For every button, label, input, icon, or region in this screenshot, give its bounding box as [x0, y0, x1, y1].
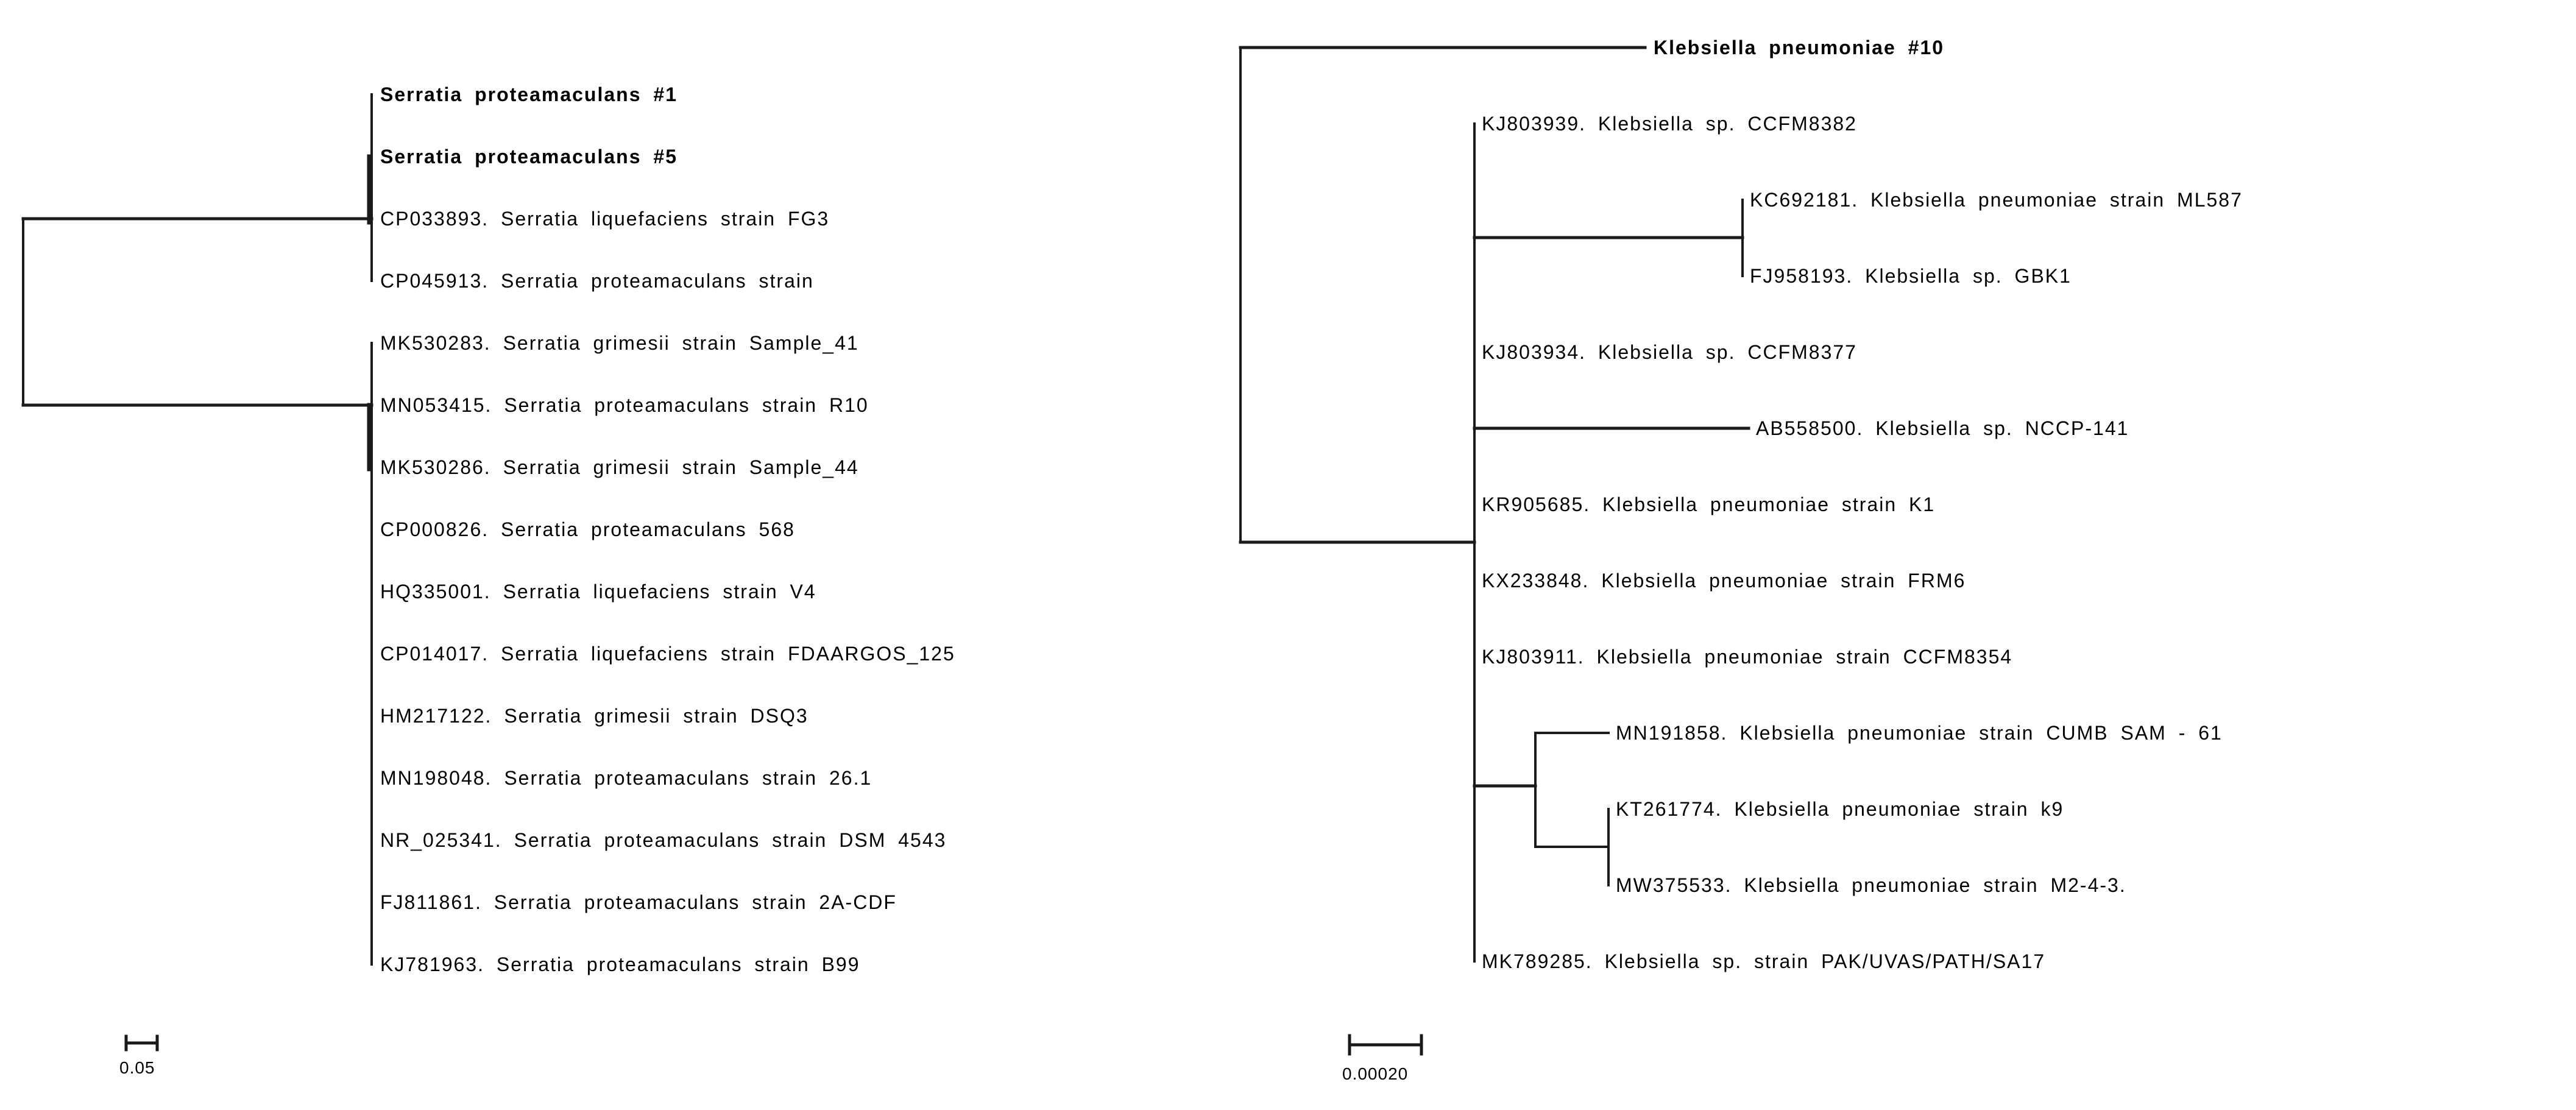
taxon-label: Serratia proteamaculans #1 — [380, 83, 678, 105]
taxon-label: KJ803934. Klebsiella sp. CCFM8377 — [1482, 341, 1857, 363]
taxon-label: FJ958193. Klebsiella sp. GBK1 — [1750, 265, 2072, 287]
taxon-label: KC692181. Klebsiella pneumoniae strain M… — [1750, 189, 2243, 211]
taxon-label: CP045913. Serratia proteamaculans strain — [380, 270, 814, 292]
taxon-label: KJ803911. Klebsiella pneumoniae strain C… — [1482, 646, 2012, 668]
taxon-label: CP014017. Serratia liquefaciens strain F… — [380, 643, 955, 665]
taxon-label: Serratia proteamaculans #5 — [380, 146, 678, 168]
taxon-label: HQ335001. Serratia liquefaciens strain V… — [380, 581, 816, 603]
taxon-label: CP000826. Serratia proteamaculans 568 — [380, 518, 795, 540]
taxon-label: MN053415. Serratia proteamaculans strain… — [380, 394, 869, 416]
taxon-label: KX233848. Klebsiella pneumoniae strain F… — [1482, 570, 1966, 592]
taxon-label: NR_025341. Serratia proteamaculans strai… — [380, 829, 946, 851]
taxon-label: KR905685. Klebsiella pneumoniae strain K… — [1482, 493, 1935, 515]
taxon-label: MW375533. Klebsiella pneumoniae strain M… — [1616, 874, 2126, 896]
serratia-tree: Serratia proteamaculans #1 Serratia prote… — [21, 83, 955, 1077]
taxon-label: AB558500. Klebsiella sp. NCCP-141 — [1756, 417, 2129, 439]
taxon-label: KJ803939. Klebsiella sp. CCFM8382 — [1482, 113, 1857, 135]
scale-bar-label: 0.00020 — [1342, 1064, 1408, 1083]
taxon-label: HM217122. Serratia grimesii strain DSQ3 — [380, 705, 809, 727]
taxon-label: KT261774. Klebsiella pneumoniae strain k… — [1616, 798, 2064, 820]
taxon-label: MK789285. Klebsiella sp. strain PAK/UVAS… — [1482, 950, 2045, 972]
taxon-label: FJ811861. Serratia proteamaculans strain… — [380, 891, 897, 913]
taxon-label: MK530283. Serratia grimesii strain Sampl… — [380, 332, 859, 354]
taxon-label: Klebsiella pneumoniae #10 — [1654, 37, 1944, 58]
scale-bar-label: 0.05 — [119, 1058, 155, 1077]
taxon-label: MK530286. Serratia grimesii strain Sampl… — [380, 456, 859, 478]
taxon-label: MN191858. Klebsiella pneumoniae strain C… — [1616, 722, 2223, 744]
taxon-label: CP033893. Serratia liquefaciens strain F… — [380, 208, 829, 230]
taxon-label: KJ781963. Serratia proteamaculans strain… — [380, 953, 860, 975]
taxon-label: MN198048. Serratia proteamaculans strain… — [380, 767, 872, 789]
